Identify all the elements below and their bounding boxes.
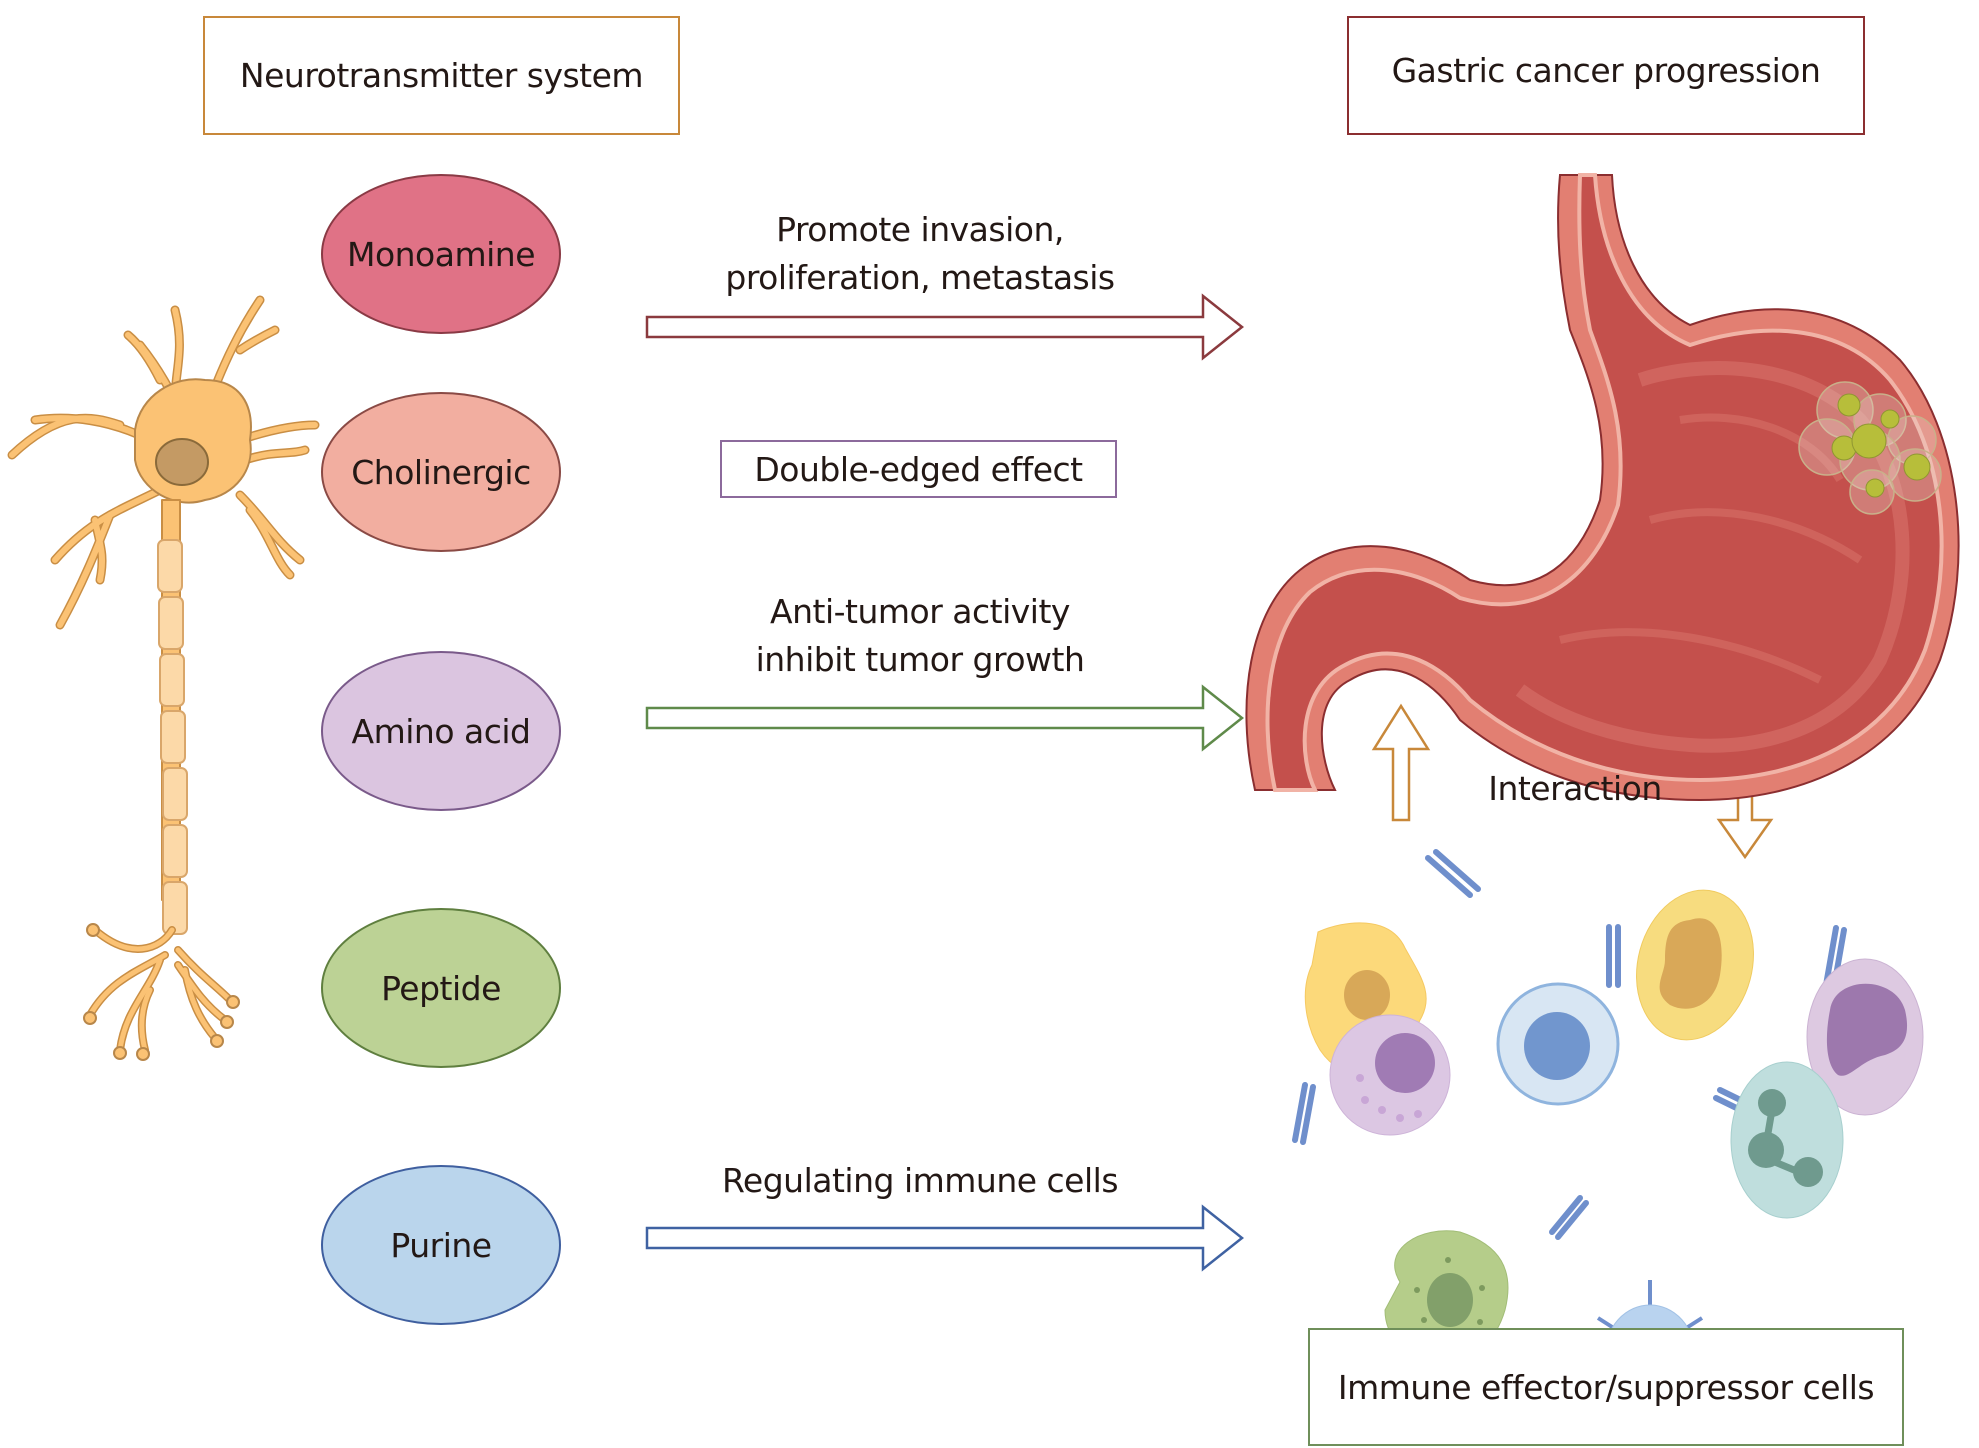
double-edged-effect-label: Double-edged effect [754, 449, 1083, 489]
monoamine-arrow [645, 293, 1245, 361]
interaction-up-arrow [1371, 703, 1431, 822]
macrophage-cell [1304, 922, 1427, 1081]
effect-line: Regulating immune cells [721, 1161, 1119, 1200]
effect-line: Promote invasion, [776, 210, 1064, 249]
node-purine: Purine [321, 1165, 561, 1325]
amino-acid-effect-label: Anti-tumor activity inhibit tumor growth [660, 588, 1180, 684]
node-label: Purine [390, 1225, 492, 1265]
purine-effect-label: Regulating immune cells [660, 1157, 1180, 1205]
neuron-illustration [7, 295, 320, 1061]
monocyte-cell [1806, 958, 1924, 1116]
lymphocyte-cell [1496, 982, 1620, 1106]
neurotransmitter-system-box: Neurotransmitter system [203, 16, 680, 135]
immune-cells-box: Immune effector/suppressor cells [1308, 1328, 1904, 1446]
stomach-lumen [1265, 173, 1944, 792]
node-label: Amino acid [351, 711, 531, 751]
amino-acid-arrow [645, 684, 1245, 752]
effect-line: proliferation, metastasis [725, 258, 1115, 297]
node-label: Monoamine [346, 234, 536, 274]
double-edged-effect-box: Double-edged effect [720, 440, 1117, 498]
stomach-wall [1245, 174, 1960, 802]
effect-line: inhibit tumor growth [755, 640, 1085, 679]
basophil-cell [1329, 1014, 1451, 1136]
interaction-down-arrow [1716, 740, 1774, 860]
gastric-cancer-box: Gastric cancer progression [1347, 16, 1865, 135]
purine-arrow [645, 1204, 1245, 1272]
node-amino-acid: Amino acid [321, 651, 561, 811]
node-peptide: Peptide [321, 908, 561, 1068]
node-label: Peptide [381, 968, 501, 1008]
tumor-cluster [1798, 381, 1942, 515]
effect-line: Anti-tumor activity [770, 592, 1070, 631]
gastric-cancer-title: Gastric cancer progression [1391, 51, 1821, 90]
neuron-nucleus [155, 438, 209, 486]
myelin-sheaths [157, 539, 188, 935]
monoamine-effect-label: Promote invasion, proliferation, metasta… [660, 206, 1180, 302]
node-label: Cholinergic [351, 452, 531, 492]
plasma-cell [1636, 889, 1754, 1041]
node-cholinergic: Cholinergic [321, 392, 561, 552]
node-monoamine: Monoamine [321, 174, 561, 334]
immune-cells-label: Immune effector/suppressor cells [1337, 1367, 1875, 1407]
interaction-label: Interaction [1488, 769, 1662, 808]
antibodies [1292, 849, 1847, 1240]
neutrophil-cell [1730, 1061, 1844, 1219]
neurotransmitter-system-title: Neurotransmitter system [239, 56, 644, 95]
